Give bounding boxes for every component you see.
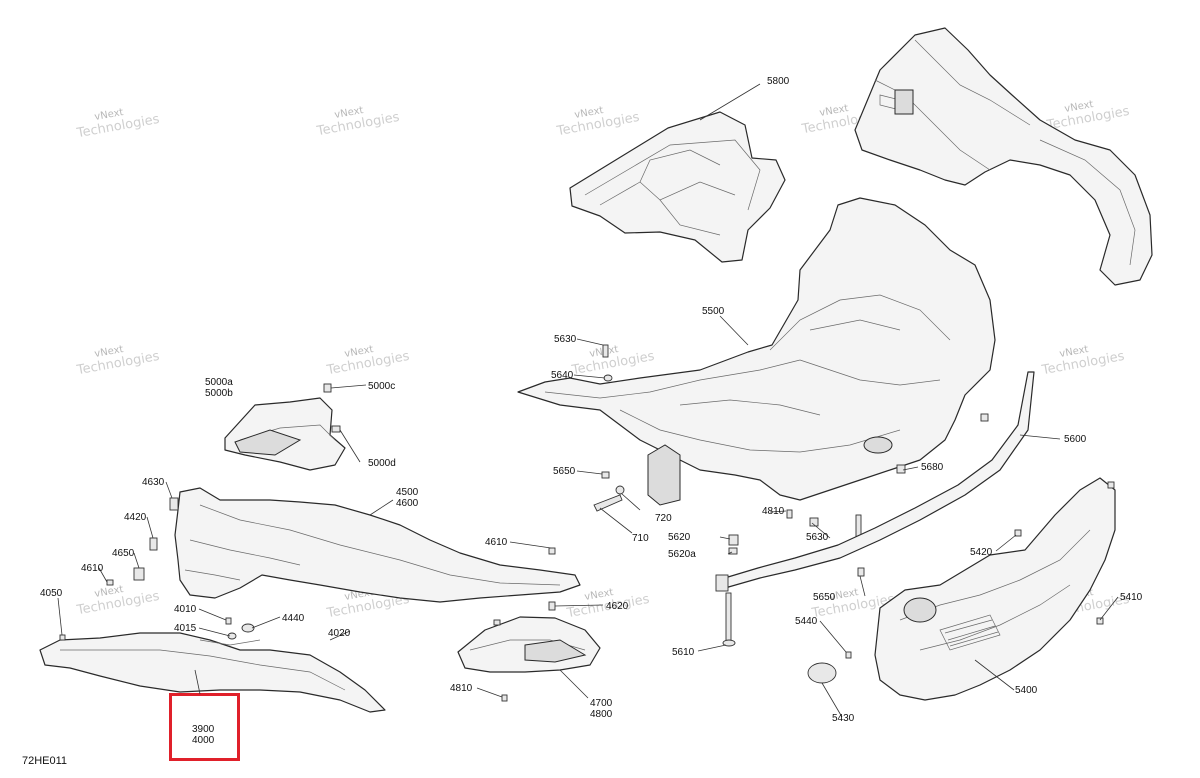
callout-4630: 4630 (142, 477, 165, 488)
callout-710: 710 (632, 533, 649, 544)
highlighted-callout[interactable]: 3900 4000 (169, 669, 240, 761)
callout-5650: 5650 (813, 592, 836, 603)
callout-4020: 4020 (328, 628, 351, 639)
callout-4420: 4420 (124, 512, 147, 523)
callout-4800: 4800 (590, 709, 613, 720)
callout-720: 720 (655, 513, 672, 524)
callout-4600: 4600 (396, 498, 419, 509)
callout-4620: 4620 (606, 601, 629, 612)
watermark-text: vNext (829, 587, 860, 603)
callout-4700: 4700 (590, 698, 613, 709)
callout-5000a: 5000a (205, 377, 233, 388)
callout-5420: 5420 (970, 547, 993, 558)
part-5600 (715, 371, 1035, 647)
watermark-text: vNext (344, 344, 375, 360)
callout-4010: 4010 (174, 604, 197, 615)
watermark-text: vNext (1059, 344, 1090, 360)
callout-5620a: 5620a (668, 549, 696, 560)
callout-5630: 5630 (554, 334, 577, 345)
callout-5630: 5630 (806, 532, 829, 543)
part-4500 (106, 487, 581, 611)
hardware-5500 (593, 344, 989, 577)
callout-5000d: 5000d (368, 458, 396, 469)
callout-3900: 3900 (192, 724, 215, 735)
callout-4810: 4810 (450, 683, 473, 694)
callout-4440: 4440 (282, 613, 305, 624)
watermark-text: vNext (1064, 99, 1095, 115)
watermark-text: vNext (94, 107, 125, 123)
callout-5680: 5680 (921, 462, 944, 473)
callout-4000: 4000 (192, 735, 215, 746)
callout-5610: 5610 (672, 647, 695, 658)
callout-5600: 5600 (1064, 434, 1087, 445)
callout-5500: 5500 (702, 306, 725, 317)
callout-5650: 5650 (553, 466, 576, 477)
part-4700 (457, 616, 601, 702)
callout-5430: 5430 (832, 713, 855, 724)
callout-labels: 5800 5500 5630 5640 5650 720 710 4810 56… (40, 76, 1143, 724)
leader-lines (57, 83, 1119, 718)
part-4020 (39, 617, 386, 713)
callout-4610: 4610 (81, 563, 104, 574)
watermark-text: vNext (574, 105, 605, 121)
watermark-text: vNext (94, 344, 125, 360)
watermark-text: vNext (819, 103, 850, 119)
callout-5620: 5620 (668, 532, 691, 543)
callout-4500: 4500 (396, 487, 419, 498)
callout-5400: 5400 (1015, 685, 1038, 696)
watermark-text: vNext (334, 105, 365, 121)
callout-5410: 5410 (1120, 592, 1143, 603)
callout-4050: 4050 (40, 588, 63, 599)
callout-4015: 4015 (174, 623, 197, 634)
callout-5640: 5640 (551, 370, 574, 381)
part-5000 (224, 383, 346, 471)
callout-4810: 4810 (762, 506, 785, 517)
callout-5000c: 5000c (368, 381, 395, 392)
callout-4650: 4650 (112, 548, 135, 559)
callout-5440: 5440 (795, 616, 818, 627)
callout-5000b: 5000b (205, 388, 233, 399)
part-5500 (517, 197, 996, 506)
diagram-code: 72HE011 (22, 755, 67, 767)
watermark-text: vNext (94, 584, 125, 600)
callout-4610: 4610 (485, 537, 508, 548)
highlight-box[interactable] (169, 693, 240, 761)
part-5800 (569, 111, 786, 263)
callout-5800: 5800 (767, 76, 790, 87)
part-rear-fender (854, 27, 1153, 286)
watermark-text: vNext (584, 587, 615, 603)
part-5400 (807, 477, 1116, 701)
